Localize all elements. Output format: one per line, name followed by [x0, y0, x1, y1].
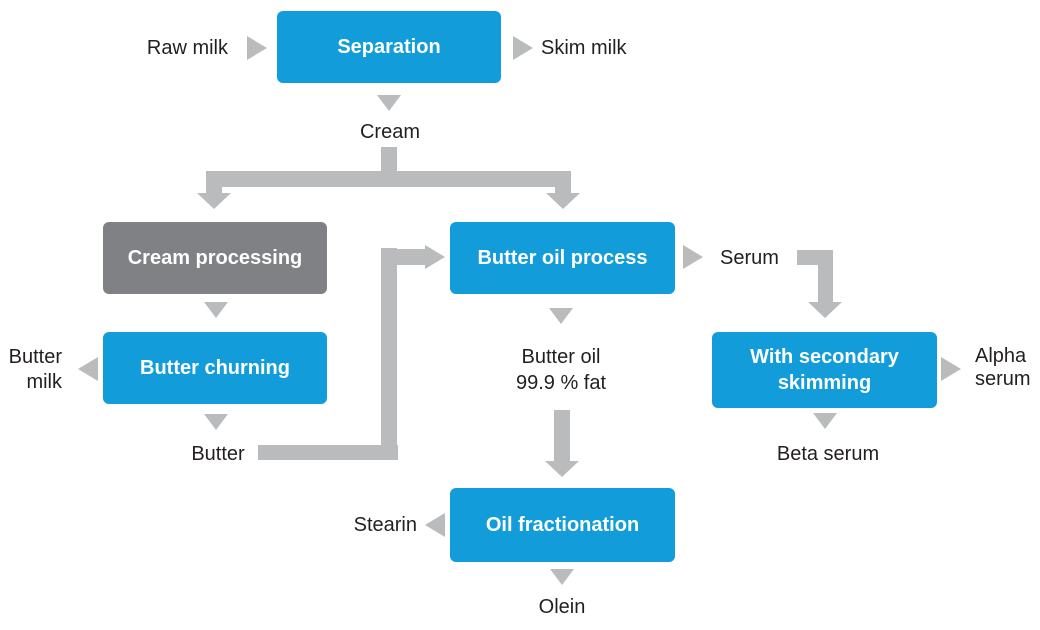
connector-cream-stem: [381, 147, 397, 172]
arrow-down-cream-to-butter-oil-icon: [546, 193, 580, 209]
connector-butter-oil-to-fractionation-shaft: [554, 410, 570, 462]
connector-butter-elbow-top: [397, 249, 425, 265]
label-alpha-serum: Alpha serum: [975, 345, 1031, 390]
connector-cream-branch-horizontal: [206, 171, 571, 187]
arrow-down-churning-to-butter-icon: [204, 414, 228, 430]
arrow-down-butter-oil-process-to-butter-oil-icon: [549, 308, 573, 324]
arrow-left-fractionation-to-stearin-icon: [425, 513, 445, 537]
label-butter-milk: Butter milk: [8, 346, 62, 393]
arrow-left-churning-to-butter-milk-icon: [78, 357, 98, 381]
arrow-right-skimming-to-alpha-serum-icon: [941, 357, 961, 381]
node-cream-processing: Cream processing: [103, 222, 327, 294]
arrow-right-separation-to-skim-milk-icon: [513, 36, 533, 60]
connector-serum-elbow-vertical: [818, 250, 833, 303]
arrow-down-separation-to-cream-icon: [377, 95, 401, 111]
label-butter: Butter: [191, 443, 245, 465]
arrow-down-fractionation-to-olein-icon: [550, 569, 574, 585]
connector-butter-elbow-vertical: [381, 248, 397, 460]
arrow-down-butter-oil-to-fractionation-icon: [545, 461, 579, 477]
arrow-right-raw-milk-to-separation-icon: [247, 36, 267, 60]
label-beta-serum: Beta serum: [776, 443, 880, 465]
node-separation: Separation: [277, 11, 501, 83]
label-skim-milk: Skim milk: [541, 37, 627, 59]
arrow-down-skimming-to-beta-serum-icon: [813, 413, 837, 429]
node-butter-churning: Butter churning: [103, 332, 327, 404]
connector-butter-elbow-bottom: [258, 445, 398, 460]
arrow-down-serum-to-skimming-icon: [808, 302, 842, 318]
label-raw-milk: Raw milk: [146, 37, 228, 59]
node-butter-oil-process: Butter oil process: [450, 222, 675, 294]
arrow-down-cream-to-cream-processing-icon: [197, 193, 231, 209]
node-oil-fractionation: Oil fractionation: [450, 488, 675, 562]
arrow-right-butter-to-butter-oil-icon: [425, 245, 445, 269]
label-stearin: Stearin: [353, 514, 417, 536]
label-olein: Olein: [538, 596, 586, 618]
connector-cream-branch-right-drop: [555, 186, 571, 194]
arrow-down-cream-processing-to-churning-icon: [204, 302, 228, 318]
arrow-right-butter-oil-to-serum-icon: [683, 245, 703, 269]
node-with-secondary-skimming: With secondary skimming: [712, 332, 937, 408]
label-cream: Cream: [359, 121, 420, 143]
label-butter-oil-fat: Butter oil 99.9 % fat: [515, 346, 607, 394]
connector-cream-branch-left-drop: [206, 186, 222, 194]
label-serum: Serum: [720, 247, 779, 269]
